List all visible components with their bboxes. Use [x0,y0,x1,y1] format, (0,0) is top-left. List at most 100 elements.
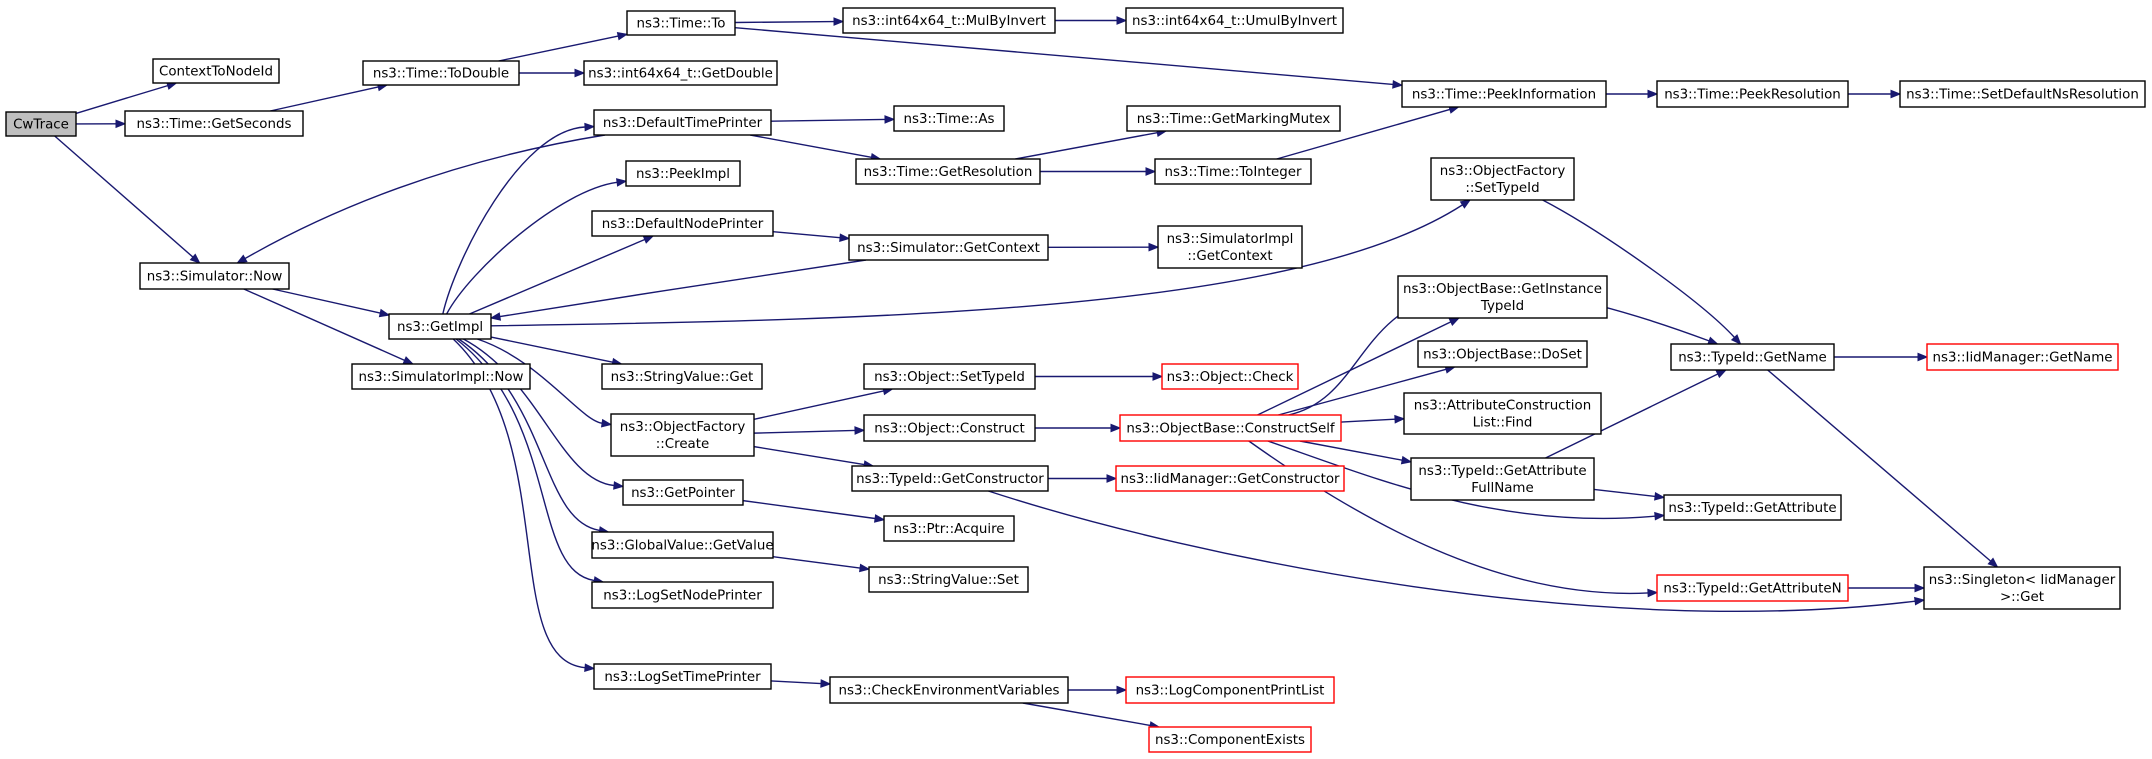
node-box [601,363,763,390]
node-iidmanager-getconstructor[interactable]: ns3::IidManager::GetConstructor [1115,465,1345,492]
node-label: ::SetTypeId [1465,181,1539,196]
node-label: ns3::GetPointer [631,486,735,501]
node-stringvalue-set[interactable]: ns3::StringValue::Set [868,566,1029,593]
edge-time-to-to-int64-mulbyinvert [734,17,845,26]
node-time-to[interactable]: ns3::Time::To [626,10,736,36]
node-label: ns3::Simulator::GetContext [857,241,1040,256]
node-label: ns3::Time::GetMarkingMutex [1137,112,1331,127]
node-globalvalue-getvalue[interactable]: ns3::GlobalValue::GetValue [591,531,774,559]
node-box [863,363,1036,390]
node-label: ns3::Time::ToInteger [1164,165,1302,180]
node-box [1397,275,1608,319]
node-logcomponentprintlist[interactable]: ns3::LogComponentPrintList [1125,676,1335,704]
node-ptr-acquire[interactable]: ns3::Ptr::Acquire [883,515,1015,542]
node-label: CwTrace [13,118,69,133]
node-label: >::Get [2000,590,2044,605]
node-defaultnodeprinter[interactable]: ns3::DefaultNodePrinter [591,210,774,237]
node-typeid-getconstructor[interactable]: ns3::TypeId::GetConstructor [851,465,1049,492]
edge-defaulttimeprinter-to-simulator-now [236,134,606,264]
node-box [152,58,280,84]
node-int64-umulbyinvert[interactable]: ns3::int64x64_t::UmulByInvert [1125,7,1344,34]
node-object-settypeid[interactable]: ns3::Object::SetTypeId [863,363,1036,390]
node-time-getresolution[interactable]: ns3::Time::GetResolution [855,158,1041,185]
node-defaulttimeprinter[interactable]: ns3::DefaultTimePrinter [593,109,772,136]
node-typeid-getattribute[interactable]: ns3::TypeId::GetAttribute [1663,494,1842,521]
node-box [1125,7,1344,34]
node-time-todouble[interactable]: ns3::Time::ToDouble [362,60,520,86]
edge-getimpl-to-defaultnodeprinter [469,235,655,315]
node-label: ns3::TypeId::GetConstructor [856,472,1044,487]
node-label: ns3::IidManager::GetConstructor [1120,472,1340,487]
node-time-peekresolution[interactable]: ns3::Time::PeekResolution [1656,80,1849,108]
node-time-getseconds[interactable]: ns3::Time::GetSeconds [124,110,304,137]
edge-getpointer-to-ptr-acquire [742,499,886,523]
node-contexttonodeid[interactable]: ContextToNodeId [152,58,280,84]
node-box [593,109,772,136]
node-box [388,313,492,340]
node-time-getmarkingmutex[interactable]: ns3::Time::GetMarkingMutex [1126,105,1341,132]
node-cwtrace[interactable]: CwTrace [5,111,77,137]
node-getimpl[interactable]: ns3::GetImpl [388,313,492,340]
node-box [848,234,1049,261]
node-iidmanager-getname[interactable]: ns3::IidManager::GetName [1926,343,2119,371]
node-int64-mulbyinvert[interactable]: ns3::int64x64_t::MulByInvert [842,7,1056,34]
node-box [1157,225,1303,269]
nodes-layer: CwTrace ContextToNodeIdns3::Time::GetSeco… [5,7,2146,753]
node-logsetnodeprinter[interactable]: ns3::LogSetNodePrinter [591,581,774,609]
node-componentexists[interactable]: ns3::ComponentExists [1148,726,1312,753]
node-label: ns3::DefaultTimePrinter [603,116,763,131]
node-box [625,160,741,187]
node-objectbase-doset[interactable]: ns3::ObjectBase::DoSet [1417,340,1588,368]
edge-checkenvironmentvariables-to-componentexists [1022,702,1161,730]
node-label: ns3::Singleton< IidManager [1929,573,2116,588]
node-time-setdefaultnsresolution[interactable]: ns3::Time::SetDefaultNsResolution [1899,80,2146,108]
node-box [1148,726,1312,753]
node-label: ns3::SimulatorImpl::Now [358,370,523,385]
edges-layer [54,16,1999,730]
node-label: ns3::ObjectBase::GetInstance [1403,282,1602,297]
node-singleton-get[interactable]: ns3::Singleton< IidManager >::Get [1923,566,2121,610]
node-label: ns3::LogSetNodePrinter [603,589,762,604]
node-objectbase-constructself[interactable]: ns3::ObjectBase::ConstructSelf [1119,414,1342,442]
node-label: ns3::int64x64_t::GetDouble [588,67,773,82]
node-stringvalue-get[interactable]: ns3::StringValue::Get [601,363,763,390]
node-checkenvironmentvariables[interactable]: ns3::CheckEnvironmentVariables [829,676,1069,704]
node-box [622,479,744,506]
edge-defaultnodeprinter-to-simulator-getcontext [772,230,851,242]
node-object-check[interactable]: ns3::Object::Check [1161,363,1299,390]
edge-objectfactory-create-to-typeid-getconstructor [753,445,875,469]
edge-getimpl-to-stringvalue-get [490,336,623,367]
edge-getimpl-to-objectfactory-settypeid [490,199,1472,327]
node-label: ns3::Time::ToDouble [373,67,509,82]
node-objectfactory-settypeid[interactable]: ns3::ObjectFactory::SetTypeId [1430,157,1575,201]
node-box [1926,343,2119,371]
node-objectfactory-create[interactable]: ns3::ObjectFactory::Create [610,413,755,457]
node-peekimpl[interactable]: ns3::PeekImpl [625,160,741,187]
edge-time-getseconds-to-time-todouble [270,82,389,112]
node-logsettimeprinter[interactable]: ns3::LogSetTimePrinter [593,663,772,690]
node-time-peekinformation[interactable]: ns3::Time::PeekInformation [1401,80,1607,108]
node-simulator-now[interactable]: ns3::Simulator::Now [139,262,290,290]
node-simulatorimpl-now[interactable]: ns3::SimulatorImpl::Now [351,363,531,390]
node-simulatorimpl-getcontext[interactable]: ns3::SimulatorImpl::GetContext [1157,225,1303,269]
node-object-construct[interactable]: ns3::Object::Construct [863,414,1036,442]
node-typeid-getname[interactable]: ns3::TypeId::GetName [1670,343,1835,371]
edge-simulator-getcontext-to-getimpl [489,259,867,321]
node-label: ns3::SimulatorImpl [1167,232,1294,247]
node-label: TypeId [1480,299,1524,314]
node-label: ns3::Time::As [904,112,995,127]
node-label: ns3::ObjectFactory [1440,164,1566,179]
edge-typeid-getname-to-singleton-get [1767,369,1999,568]
node-time-tointeger[interactable]: ns3::Time::ToInteger [1154,158,1312,185]
node-box [1125,676,1335,704]
node-int64-getdouble[interactable]: ns3::int64x64_t::GetDouble [583,60,778,86]
node-simulator-getcontext[interactable]: ns3::Simulator::GetContext [848,234,1049,261]
node-typeid-getattributen[interactable]: ns3::TypeId::GetAttributeN [1656,574,1849,602]
node-getpointer[interactable]: ns3::GetPointer [622,479,744,506]
node-time-as[interactable]: ns3::Time::As [893,105,1005,132]
node-box [1656,80,1849,108]
node-label: ns3::DefaultNodePrinter [602,217,764,232]
